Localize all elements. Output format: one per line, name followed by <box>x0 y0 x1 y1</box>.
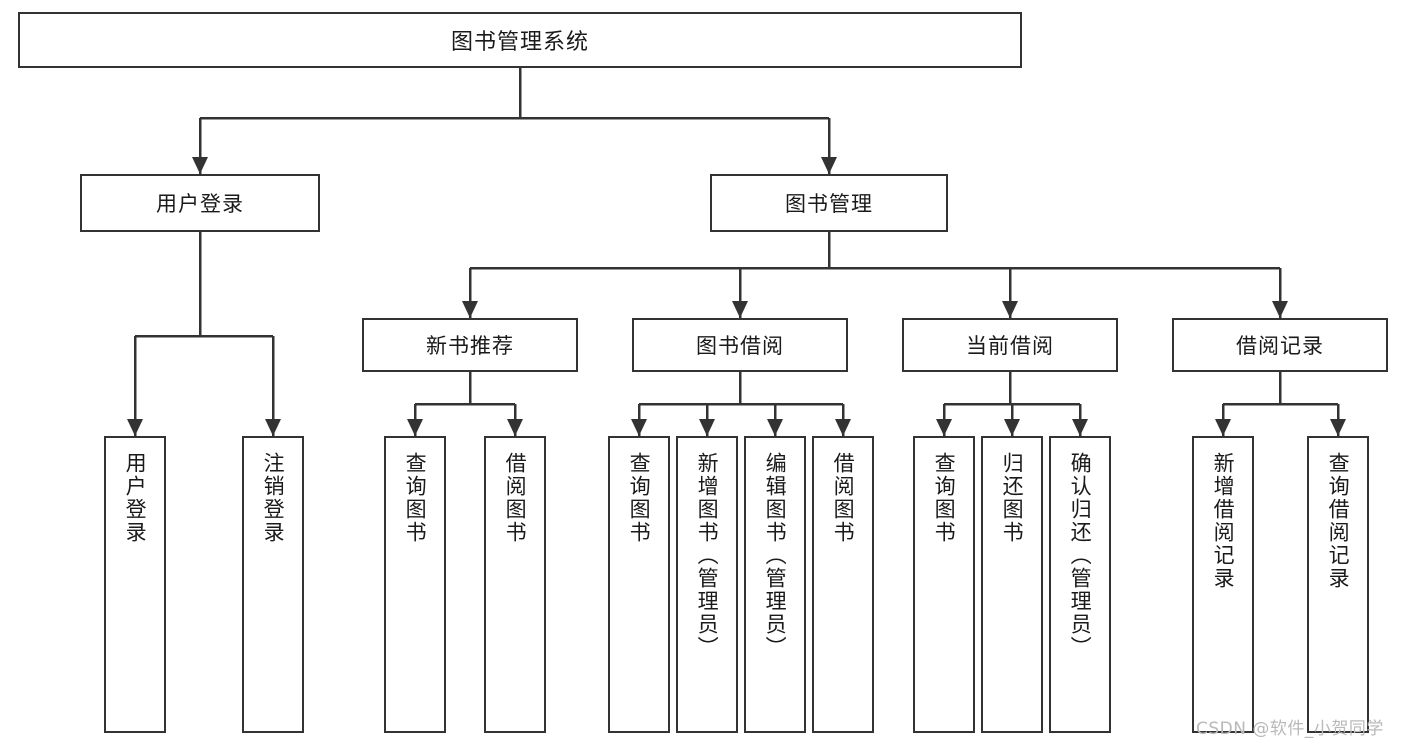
node-leaf-logout-login[interactable]: 注销登录 <box>242 436 304 733</box>
arrow-head-icon <box>407 419 423 436</box>
node-leaf-return-book[interactable]: 归还图书 <box>981 436 1043 733</box>
arrow-head-icon <box>699 419 715 436</box>
node-new-book-recommend[interactable]: 新书推荐 <box>362 318 578 372</box>
arrow-head-icon <box>1272 301 1288 318</box>
node-label: 图书管理 <box>785 192 873 216</box>
node-label: 查询图书 <box>932 452 957 544</box>
node-label: 图书借阅 <box>696 334 784 358</box>
node-label: 借阅图书 <box>503 452 528 544</box>
arrow-head-icon <box>462 301 478 318</box>
arrow-head-icon <box>1330 419 1346 436</box>
node-label: 注销登录 <box>261 452 286 544</box>
node-leaf-query-book-borrow[interactable]: 查询图书 <box>608 436 670 733</box>
node-label: 查询图书 <box>403 452 428 544</box>
arrow-head-icon <box>127 419 143 436</box>
node-label: 确认归还（管理员） <box>1068 452 1093 659</box>
arrow-head-icon <box>1072 419 1088 436</box>
node-label: 当前借阅 <box>966 334 1054 358</box>
node-label: 图书管理系统 <box>450 30 589 55</box>
arrow-head-icon <box>192 157 208 174</box>
csdn-watermark: CSDN @软件_小贺同学 <box>1196 719 1384 739</box>
arrow-head-icon <box>936 419 952 436</box>
node-leaf-query-book-current[interactable]: 查询图书 <box>913 436 975 733</box>
arrow-head-icon <box>1002 301 1018 318</box>
arrow-head-icon <box>265 419 281 436</box>
node-leaf-borrow-book-recommend[interactable]: 借阅图书 <box>484 436 546 733</box>
node-label: 查询借阅记录 <box>1326 452 1351 590</box>
node-leaf-confirm-return-admin[interactable]: 确认归还（管理员） <box>1049 436 1111 733</box>
arrow-head-icon <box>1215 419 1231 436</box>
arrow-head-icon <box>835 419 851 436</box>
arrow-head-icon <box>821 157 837 174</box>
arrow-head-icon <box>767 419 783 436</box>
node-label: 借阅记录 <box>1236 334 1324 358</box>
node-book-manage[interactable]: 图书管理 <box>710 174 948 232</box>
node-borrow-record[interactable]: 借阅记录 <box>1172 318 1388 372</box>
node-user-login[interactable]: 用户登录 <box>80 174 320 232</box>
node-leaf-user-login[interactable]: 用户登录 <box>104 436 166 733</box>
arrow-head-icon <box>1004 419 1020 436</box>
node-root[interactable]: 图书管理系统 <box>18 12 1022 68</box>
node-leaf-add-borrow-record[interactable]: 新增借阅记录 <box>1192 436 1254 733</box>
node-leaf-query-borrow-record[interactable]: 查询借阅记录 <box>1307 436 1369 733</box>
arrow-head-icon <box>732 301 748 318</box>
arrow-head-icon <box>631 419 647 436</box>
node-leaf-query-book-recommend[interactable]: 查询图书 <box>384 436 446 733</box>
node-leaf-edit-book-admin[interactable]: 编辑图书（管理员） <box>744 436 806 733</box>
node-leaf-borrow-book[interactable]: 借阅图书 <box>812 436 874 733</box>
node-leaf-add-book-admin[interactable]: 新增图书（管理员） <box>676 436 738 733</box>
node-label: 新书推荐 <box>426 334 514 358</box>
node-current-borrow[interactable]: 当前借阅 <box>902 318 1118 372</box>
arrow-head-icon <box>507 419 523 436</box>
node-label: 查询图书 <box>627 452 652 544</box>
node-label: 新增借阅记录 <box>1211 452 1236 590</box>
node-label: 编辑图书（管理员） <box>763 452 788 659</box>
node-label: 新增图书（管理员） <box>695 452 720 659</box>
node-label: 借阅图书 <box>831 452 856 544</box>
node-label: 用户登录 <box>156 192 244 216</box>
node-label: 用户登录 <box>123 452 148 544</box>
node-label: 归还图书 <box>1000 452 1025 544</box>
node-book-borrow[interactable]: 图书借阅 <box>632 318 848 372</box>
